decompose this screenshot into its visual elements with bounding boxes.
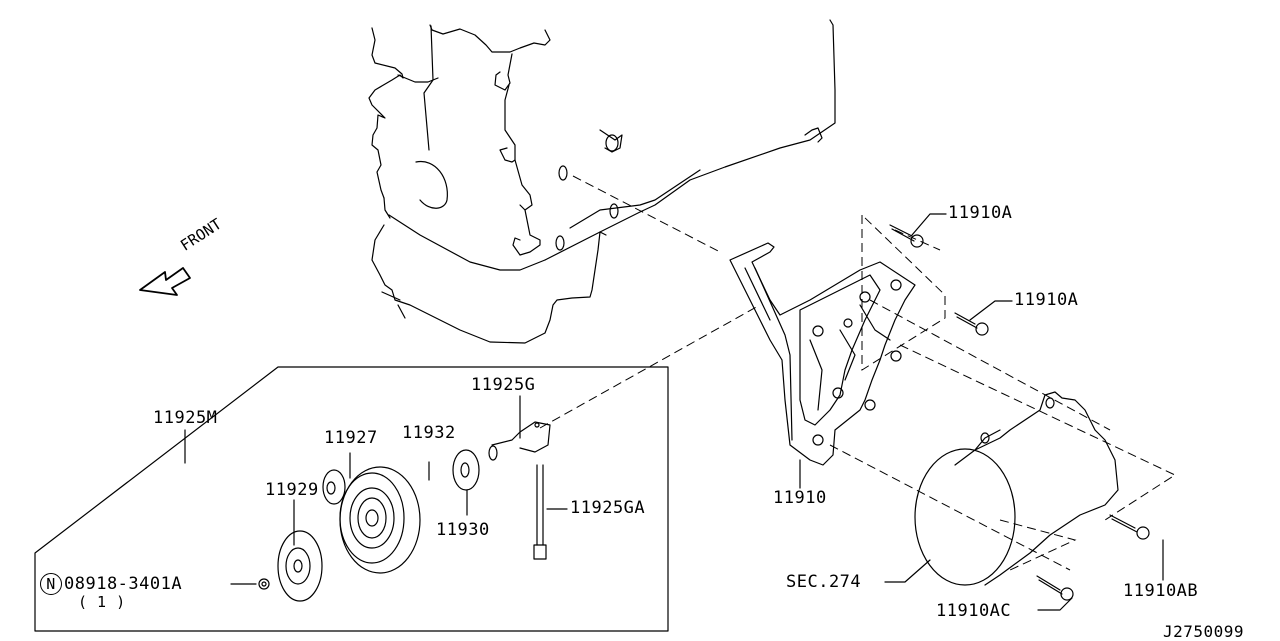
- bolt-11910a-top: [889, 224, 924, 248]
- part-label-11910a-top[interactable]: 11910A: [948, 203, 1013, 223]
- part-label-11910a-middle[interactable]: 11910A: [1014, 290, 1079, 310]
- part-label-11925m[interactable]: 11925M: [153, 408, 218, 428]
- part-label-11925g[interactable]: 11925G: [471, 375, 536, 395]
- bolt-11910a-middle: [954, 312, 989, 336]
- front-arrow-icon: [139, 267, 191, 296]
- nut-quantity: ( 1 ): [78, 593, 126, 611]
- spacer-11932: [322, 469, 346, 505]
- bracket-11910: [729, 242, 916, 466]
- adjusting-bolt-11925ga: [533, 464, 547, 560]
- part-label-11910[interactable]: 11910: [773, 488, 827, 508]
- assembly-guide-lines: [539, 175, 1177, 571]
- nut-08918-3401a: [258, 578, 270, 590]
- engine-block: [368, 19, 836, 344]
- pulley-cover-11929: [277, 530, 323, 602]
- part-label-11925ga[interactable]: 11925GA: [570, 498, 646, 518]
- washer-11930: [452, 449, 480, 491]
- kit-box-outline: [34, 366, 669, 632]
- bolt-11910ac: [1036, 575, 1074, 601]
- bolt-11910ab: [1109, 514, 1150, 540]
- diagram-code: J2750099: [1163, 622, 1245, 641]
- idler-pulley-11927: [339, 466, 421, 574]
- adjuster-bracket-11925g: [488, 421, 551, 461]
- part-label-11932[interactable]: 11932: [402, 423, 456, 443]
- part-label-11927[interactable]: 11927: [324, 428, 378, 448]
- part-label-11910ab[interactable]: 11910AB: [1123, 581, 1199, 601]
- part-label-11930[interactable]: 11930: [436, 520, 490, 540]
- nut-part-number: 08918-3401A: [64, 574, 183, 594]
- alternator-sec274: [914, 391, 1119, 586]
- label-leaders: [184, 213, 1164, 611]
- part-label-11910ac[interactable]: 11910AC: [936, 601, 1012, 621]
- part-label-sec274[interactable]: SEC.274: [786, 572, 862, 592]
- new-part-symbol-icon: N: [40, 573, 62, 595]
- part-label-11929[interactable]: 11929: [265, 480, 319, 500]
